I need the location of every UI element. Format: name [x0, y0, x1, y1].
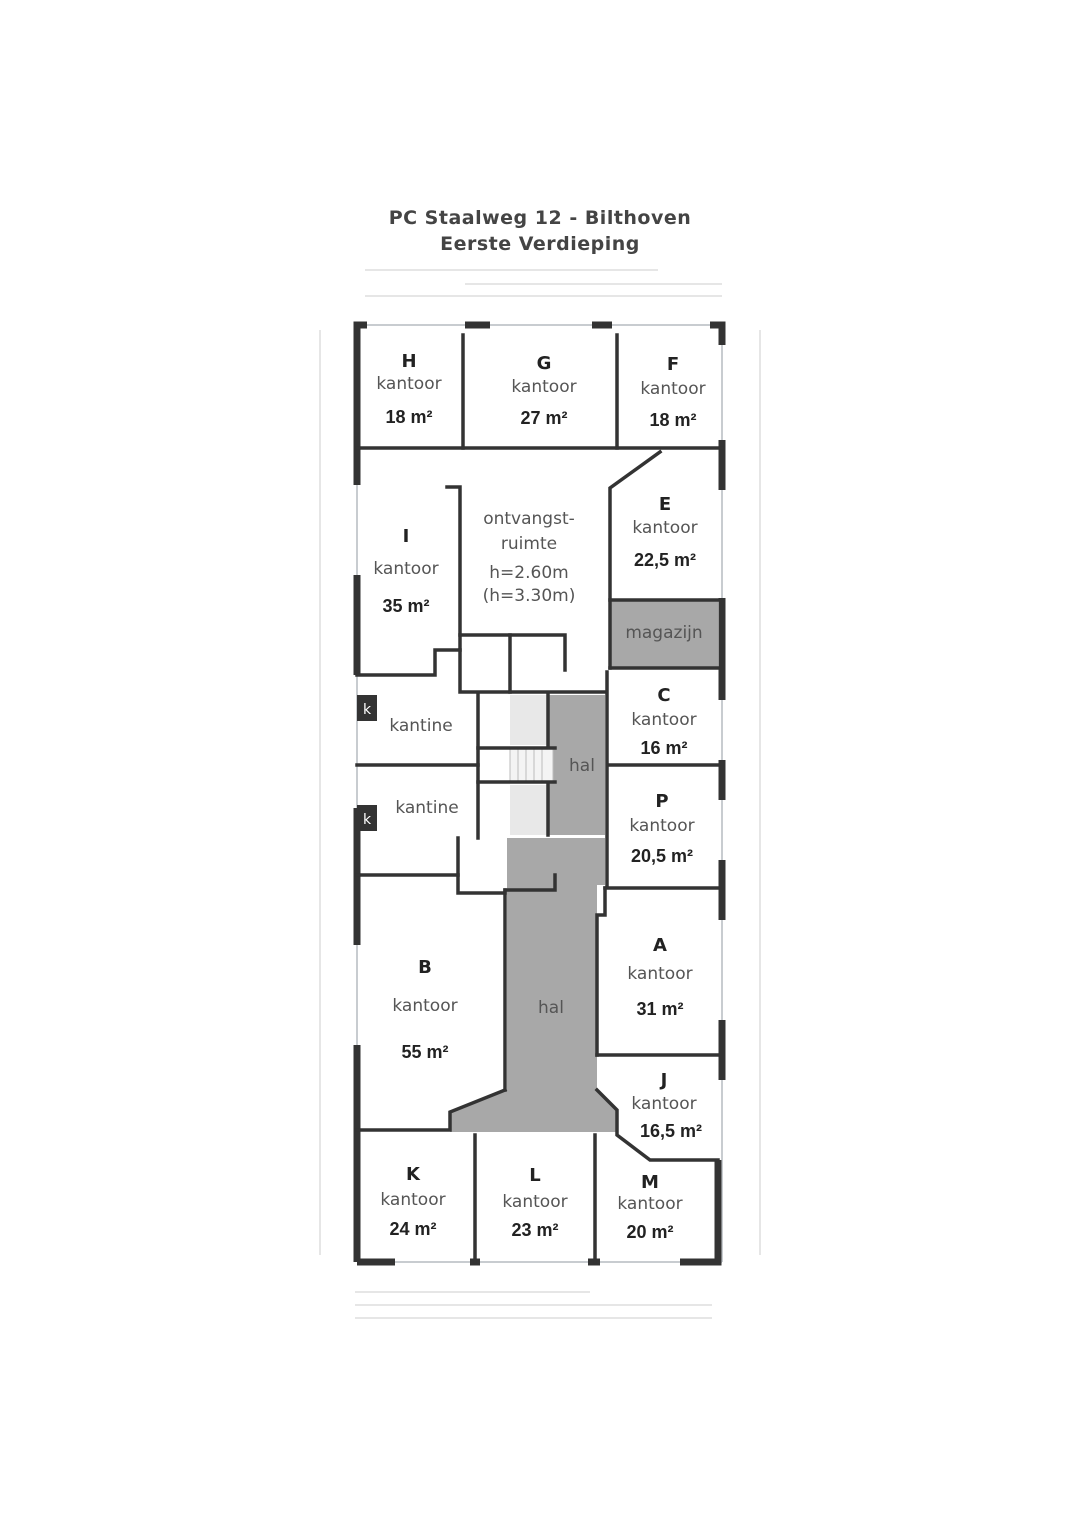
plan-subtitle: Eerste Verdieping	[440, 233, 640, 255]
room-id: P	[655, 791, 668, 812]
toilet-tiles	[510, 695, 548, 745]
reception-area: ontvangst- ruimte h=2.60m (h=3.30m)	[483, 509, 576, 606]
room-I: I kantoor 35 m²	[373, 526, 438, 616]
dimension-lines	[319, 269, 761, 1319]
room-C: C kantoor 16 m²	[631, 685, 696, 758]
reception-label-1: ontvangst-	[483, 509, 575, 529]
room-area: 16 m²	[640, 738, 687, 758]
room-type: kantoor	[373, 559, 438, 579]
room-type: kantoor	[627, 964, 692, 984]
room-K: K kantoor 24 m²	[380, 1164, 445, 1239]
room-type: kantoor	[617, 1194, 682, 1214]
room-type: kantoor	[392, 996, 457, 1016]
room-area: 31 m²	[636, 999, 683, 1019]
hal-label: hal	[569, 756, 595, 776]
room-id: G	[537, 353, 552, 374]
room-type: kantoor	[632, 518, 697, 538]
room-area: 23 m²	[511, 1220, 558, 1240]
magazijn-label: magazijn	[625, 623, 702, 643]
kitchen-mark: k	[363, 702, 372, 718]
hal-label: hal	[538, 998, 564, 1018]
reception-height-alt: (h=3.30m)	[483, 586, 576, 606]
room-type: kantoor	[631, 1094, 696, 1114]
room-H: H kantoor 18 m²	[376, 351, 441, 427]
room-type: kantoor	[640, 379, 705, 399]
room-id: I	[403, 526, 410, 547]
room-E: E kantoor 22,5 m²	[632, 494, 697, 570]
room-B: B kantoor 55 m²	[392, 957, 457, 1062]
room-type: kantoor	[631, 710, 696, 730]
kitchen-block-icon	[357, 695, 377, 721]
room-area: 18 m²	[649, 410, 696, 430]
room-type: kantoor	[629, 816, 694, 836]
room-id: C	[657, 685, 670, 706]
room-area: 22,5 m²	[634, 550, 696, 570]
stairs	[509, 747, 554, 783]
room-id: B	[418, 957, 432, 978]
room-J: J kantoor 16,5 m²	[631, 1070, 702, 1141]
room-L: L kantoor 23 m²	[502, 1165, 567, 1240]
room-id: H	[401, 351, 416, 372]
room-G: G kantoor 27 m²	[511, 353, 576, 428]
room-F: F kantoor 18 m²	[640, 354, 705, 430]
room-id: K	[406, 1164, 421, 1185]
room-id: F	[667, 354, 679, 375]
magazijn-area	[610, 600, 718, 668]
room-id: M	[641, 1172, 659, 1193]
room-id: A	[653, 935, 667, 956]
reception-label-2: ruimte	[501, 534, 557, 554]
room-M: M kantoor 20 m²	[617, 1172, 682, 1242]
plan-title: PC Staalweg 12 - Bilthoven	[388, 207, 692, 229]
toilet-tiles	[510, 785, 548, 835]
outer-walls	[353, 321, 726, 1266]
room-area: 27 m²	[520, 408, 567, 428]
room-area: 20 m²	[626, 1222, 673, 1242]
room-A: A kantoor 31 m²	[627, 935, 692, 1019]
room-area: 16,5 m²	[640, 1121, 702, 1141]
kitchen-block-icon	[357, 805, 377, 831]
reception-height: h=2.60m	[489, 563, 568, 583]
kantine-label: kantine	[395, 798, 458, 818]
room-area: 18 m²	[385, 407, 432, 427]
room-id: J	[659, 1070, 668, 1091]
room-type: kantoor	[511, 377, 576, 397]
room-area: 35 m²	[382, 596, 429, 616]
kantine-label: kantine	[389, 716, 452, 736]
hal-lower-area	[450, 838, 617, 1132]
room-type: kantoor	[376, 374, 441, 394]
interior-walls	[355, 333, 724, 1264]
room-area: 24 m²	[389, 1219, 436, 1239]
room-area: 20,5 m²	[631, 846, 693, 866]
room-P: P kantoor 20,5 m²	[629, 791, 694, 866]
room-id: L	[529, 1165, 540, 1186]
room-type: kantoor	[380, 1190, 445, 1210]
room-area: 55 m²	[401, 1042, 448, 1062]
kitchen-mark: k	[363, 812, 372, 828]
room-id: E	[659, 494, 671, 515]
hal-upper-area	[548, 695, 605, 835]
room-type: kantoor	[502, 1192, 567, 1212]
